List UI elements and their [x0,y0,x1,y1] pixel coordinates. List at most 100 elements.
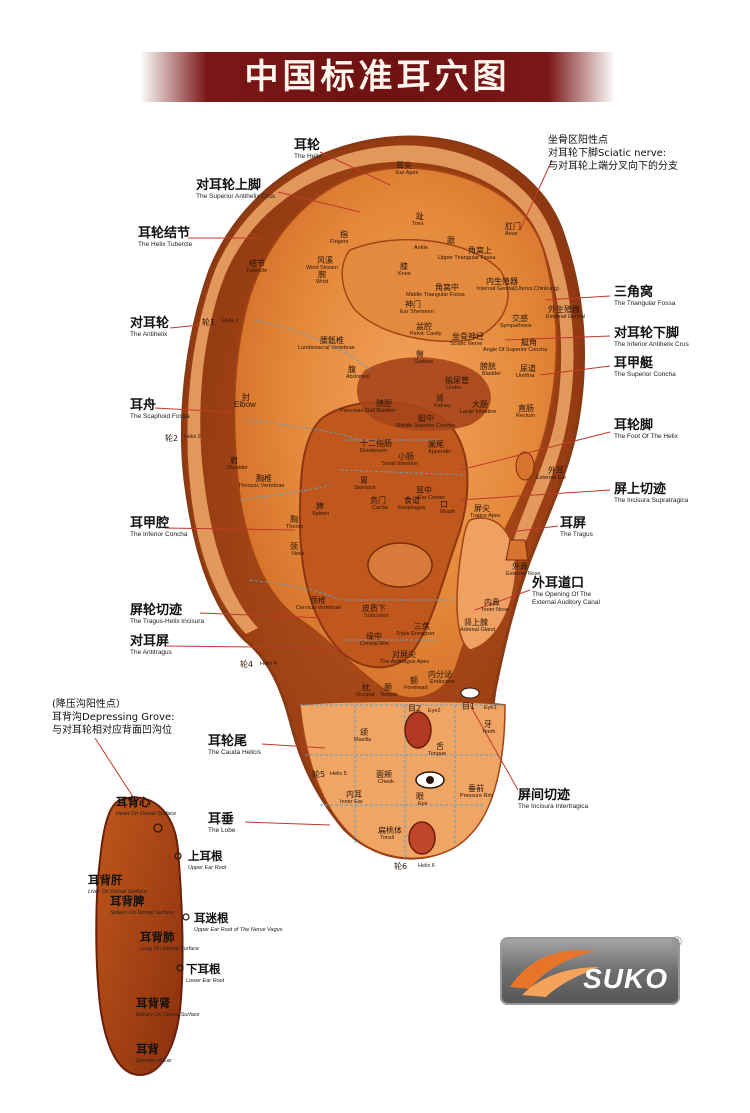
point-label-en: Eye2 [428,708,441,714]
point-label: 耳中 [416,486,432,495]
ear-back [95,796,184,1077]
point-label-en: Internal Genital(Uterus,Chinkung) [477,286,559,292]
label-lobe: 耳垂 The Lobe [208,812,236,834]
label-triangular-fossa: 三角窝 The Triangular Fossa [614,285,676,307]
point-label: 脾 [316,502,324,511]
leader-lines [94,151,611,826]
point-label: 尿道 [520,364,536,373]
label-inferior-antihelix-crus: 对耳轮下脚 The Inferior Antihelix Crus [614,326,689,348]
point-label: 艇角 [521,338,537,347]
label-cauda-helicis: 耳轮尾 The Cauda Helicis [208,734,262,756]
point-label-en: Gluteus [414,359,433,365]
region-dividers [239,319,466,641]
point-label: 外耳 [548,466,564,475]
point-label-en: Wind Stream [306,265,338,271]
point-label: 贲门 [370,496,386,505]
point-label-en: Subcortex [364,613,389,619]
point-label: 肘 [242,393,250,402]
label-superior-antihelix-crus: 对耳轮上脚 The Superior Antihelix Crus [196,178,276,200]
point-label-en: Eye1 [484,705,497,711]
point-label: 屏尖 [474,504,490,513]
point-label-en: Pancreas-Gall Bladder [340,408,396,414]
point-label: 肛门 [505,222,521,231]
point-label-en: Knee [398,271,411,277]
point-label: 输尿管 [445,376,469,385]
point-label: 肾上腺 [464,618,488,627]
label-tragus-helix-incisura: 屏轮切迹 The Tragus-Helix Incisura [130,603,205,625]
suko-logo: SUKO ® [500,933,682,1005]
label-incisura-supratragica: 屏上切迹 The Incisura Supratragica [614,482,689,504]
point-label-en: Pelvic Cavity [410,331,442,337]
point-label: 舌 [436,742,444,751]
label-foot-of-helix: 耳轮脚 The Foot Of The Helix [614,418,678,440]
point-label-en: Upper Triangular Fossa [438,255,496,261]
external-nose-icon [505,539,529,561]
point-label-en: External Genital [546,314,586,320]
point-label: 颈椎 [310,596,326,605]
point-label-en: Small Intestine [382,461,419,467]
point-label-en: Cheek [378,779,394,785]
point-label-en: Kidney [434,403,451,409]
point-label-en: The Antitragus Apex [380,659,430,665]
point-label-en: Angle Of Superior Concha [483,347,548,353]
point-label-en: Helix 2 [184,434,201,440]
point-label: 额 [410,676,418,685]
point-label-en: Maxilla [354,737,372,743]
point-label: 轮6 [394,862,408,871]
point-label-en: Anus [505,231,518,237]
point-label-en: Spleen [312,511,330,517]
point-label-en: Urethra [516,373,535,379]
point-label: 面颊 [376,770,392,779]
helix-rim [187,145,574,634]
eye-pupil [426,776,434,784]
point-label-en: Middle Triangular Fossa [406,292,465,298]
back-point-vagus [182,913,190,921]
point-label: 食道 [404,496,420,505]
point-label: 臀 [416,350,424,359]
point-label: 颈 [290,542,298,551]
title-banner: 中国标准耳穴图 [140,52,615,102]
back-label-dorsum: 耳背 Dorsum of Ear [136,1042,172,1064]
point-label: 内耳 [346,790,362,799]
label-helix-tubercle: 耳轮结节 The Helix Tubercle [138,226,193,248]
back-label-kidney: 耳背肾 Kidney On Dorsal Surface [136,996,200,1018]
point-label: 目1 [462,702,476,711]
point-label-en: Forehead [404,685,428,691]
point-label: 艇中 [418,414,434,423]
point-label: 轮5 [312,770,326,779]
point-label: 大肠 [472,400,488,409]
point-label-en: Triple Energizer [396,631,435,637]
point-label-en: Cardia [372,505,389,511]
point-label-en: Tongue [428,751,447,757]
point-label-en: Rectum [516,413,535,419]
point-label-en: Adrenal Gland [460,627,496,633]
point-label: 膀胱 [480,362,496,371]
point-label-en: Tonsil [380,835,395,841]
point-label-en: Neck [292,551,305,557]
point-label: 胸椎 [256,474,272,483]
point-label: 趾 [416,212,424,221]
point-label: 直肠 [518,404,534,413]
point-label-en: Abdomen [346,374,370,380]
point-label-en: Toes [412,221,424,227]
back-label-spleen: 耳背脾 Spleen On Dorsal Surface [110,894,174,916]
label-scaphoid-fossa: 耳舟 The Scaphoid Fossa [130,398,190,420]
point-label: 垂前 [468,784,484,793]
point-label-en: Eye [418,801,428,807]
point-label-en: External Nose [506,571,541,577]
triangular-fossa [341,238,509,342]
point-label: 内鼻 [484,598,500,607]
point-label: 眼 [416,792,424,801]
note-depressing-groove: (降压沟阳性点） 耳背沟Depressing Grove: 与对耳轮相对应背面凹… [52,699,175,736]
point-label: 跟 [447,236,455,245]
point-label-en: Thorax [286,524,304,530]
back-label-lower-root: 下耳根 Lower Ear Root [186,962,225,984]
point-label-en: Inner Ear [340,799,363,805]
point-label: 枕 [362,683,370,692]
back-point-upper-root [174,852,182,860]
note-sciatic: 坐骨区阳性点 对耳轮下脚Sciatic nerve: 与对耳轮上端分叉向下的分支 [548,135,678,172]
point-label-en: Tragus Apex [470,513,501,519]
tonsil-marker [408,821,436,855]
point-label: 外生殖器 [548,305,580,314]
point-label: 腹 [348,365,356,374]
